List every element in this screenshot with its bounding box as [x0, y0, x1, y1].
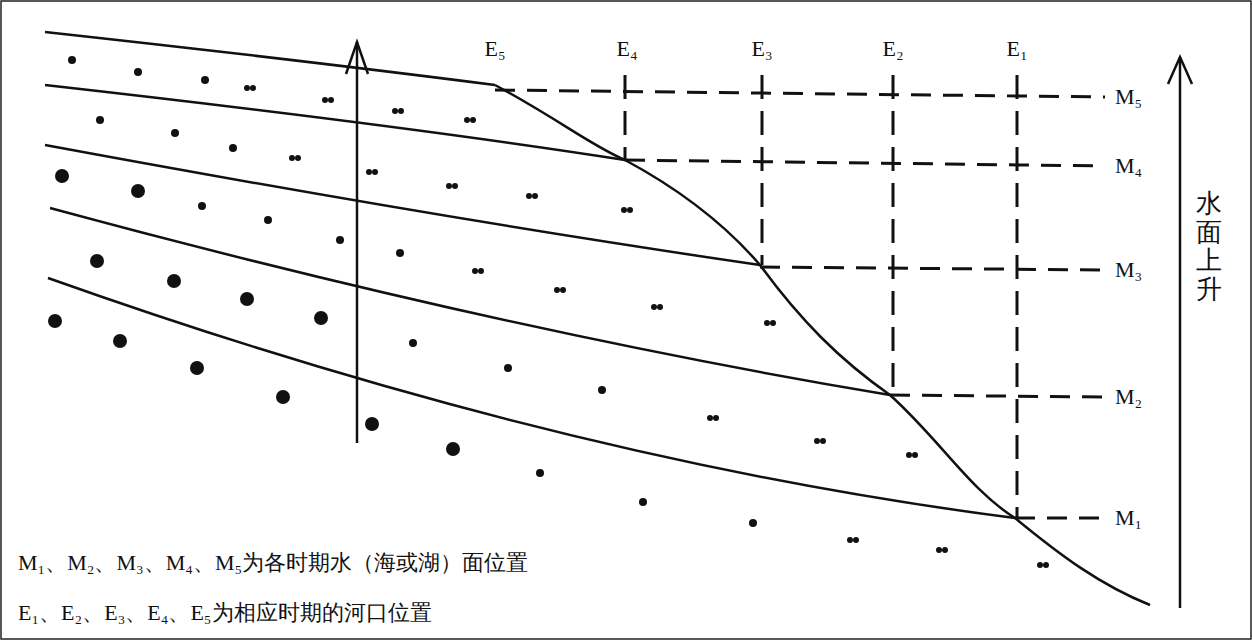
level-label: M₁ — [1113, 505, 1144, 531]
mouth-label: E₂ — [880, 36, 905, 62]
legend-note: M₁、M₂、M₃、M₄、M₅为各时期水（海或湖）面位置 — [16, 548, 530, 578]
fine-dot — [1043, 562, 1049, 568]
fine-dot — [464, 117, 470, 123]
axis-label: 水面上升 — [1196, 190, 1222, 304]
level-label: M₃ — [1113, 257, 1144, 283]
fine-dot — [942, 547, 948, 553]
fine-dot — [621, 207, 627, 213]
mouth-label: E₃ — [749, 36, 774, 62]
level-label: M₄ — [1113, 153, 1144, 179]
fine-dot — [1037, 562, 1043, 568]
fine-dot — [820, 438, 826, 444]
fine-dot — [847, 537, 853, 543]
fine-dot — [912, 452, 918, 458]
water-level-lines — [495, 90, 1105, 518]
fine-dot — [452, 183, 458, 189]
fine-dot — [472, 268, 478, 274]
fine-dot — [526, 193, 532, 199]
fine-dot — [936, 547, 942, 553]
fine-dot — [478, 268, 484, 274]
fine-dot — [707, 415, 713, 421]
fine-dot — [366, 169, 372, 175]
mouth-label: E₅ — [482, 36, 507, 62]
arrows — [346, 42, 1192, 608]
fine-dot — [657, 304, 663, 310]
fine-dot — [764, 320, 770, 326]
fine-dot — [814, 438, 820, 444]
legend-note: E₁、E₂、E₃、E₄、E₅为相应时期的河口位置 — [16, 598, 434, 628]
fine-dot — [627, 207, 633, 213]
fine-dot — [244, 85, 250, 91]
foreset-curve — [495, 85, 1150, 605]
fine-dot — [322, 97, 328, 103]
fine-dot — [906, 452, 912, 458]
fine-dot — [289, 155, 295, 161]
mouth-label: E₄ — [614, 36, 639, 62]
mouth-label: E₁ — [1004, 36, 1029, 62]
fine-sediment-dots — [244, 85, 1049, 568]
fine-dot — [853, 537, 859, 543]
fine-dot — [770, 320, 776, 326]
level-label: M₅ — [1113, 84, 1144, 110]
fine-dot — [398, 108, 404, 114]
fine-dot — [651, 304, 657, 310]
river-mouth-lines — [625, 75, 1017, 518]
fine-dot — [446, 183, 452, 189]
fine-dot — [328, 97, 334, 103]
fine-dot — [713, 415, 719, 421]
fine-dot — [554, 287, 560, 293]
fine-dot — [470, 117, 476, 123]
fine-dot — [250, 85, 256, 91]
fine-dot — [392, 108, 398, 114]
fine-dot — [560, 287, 566, 293]
sediment-dots — [48, 56, 757, 527]
fine-dot — [372, 169, 378, 175]
fine-dot — [295, 155, 301, 161]
fine-dot — [532, 193, 538, 199]
level-label: M₂ — [1113, 384, 1144, 410]
